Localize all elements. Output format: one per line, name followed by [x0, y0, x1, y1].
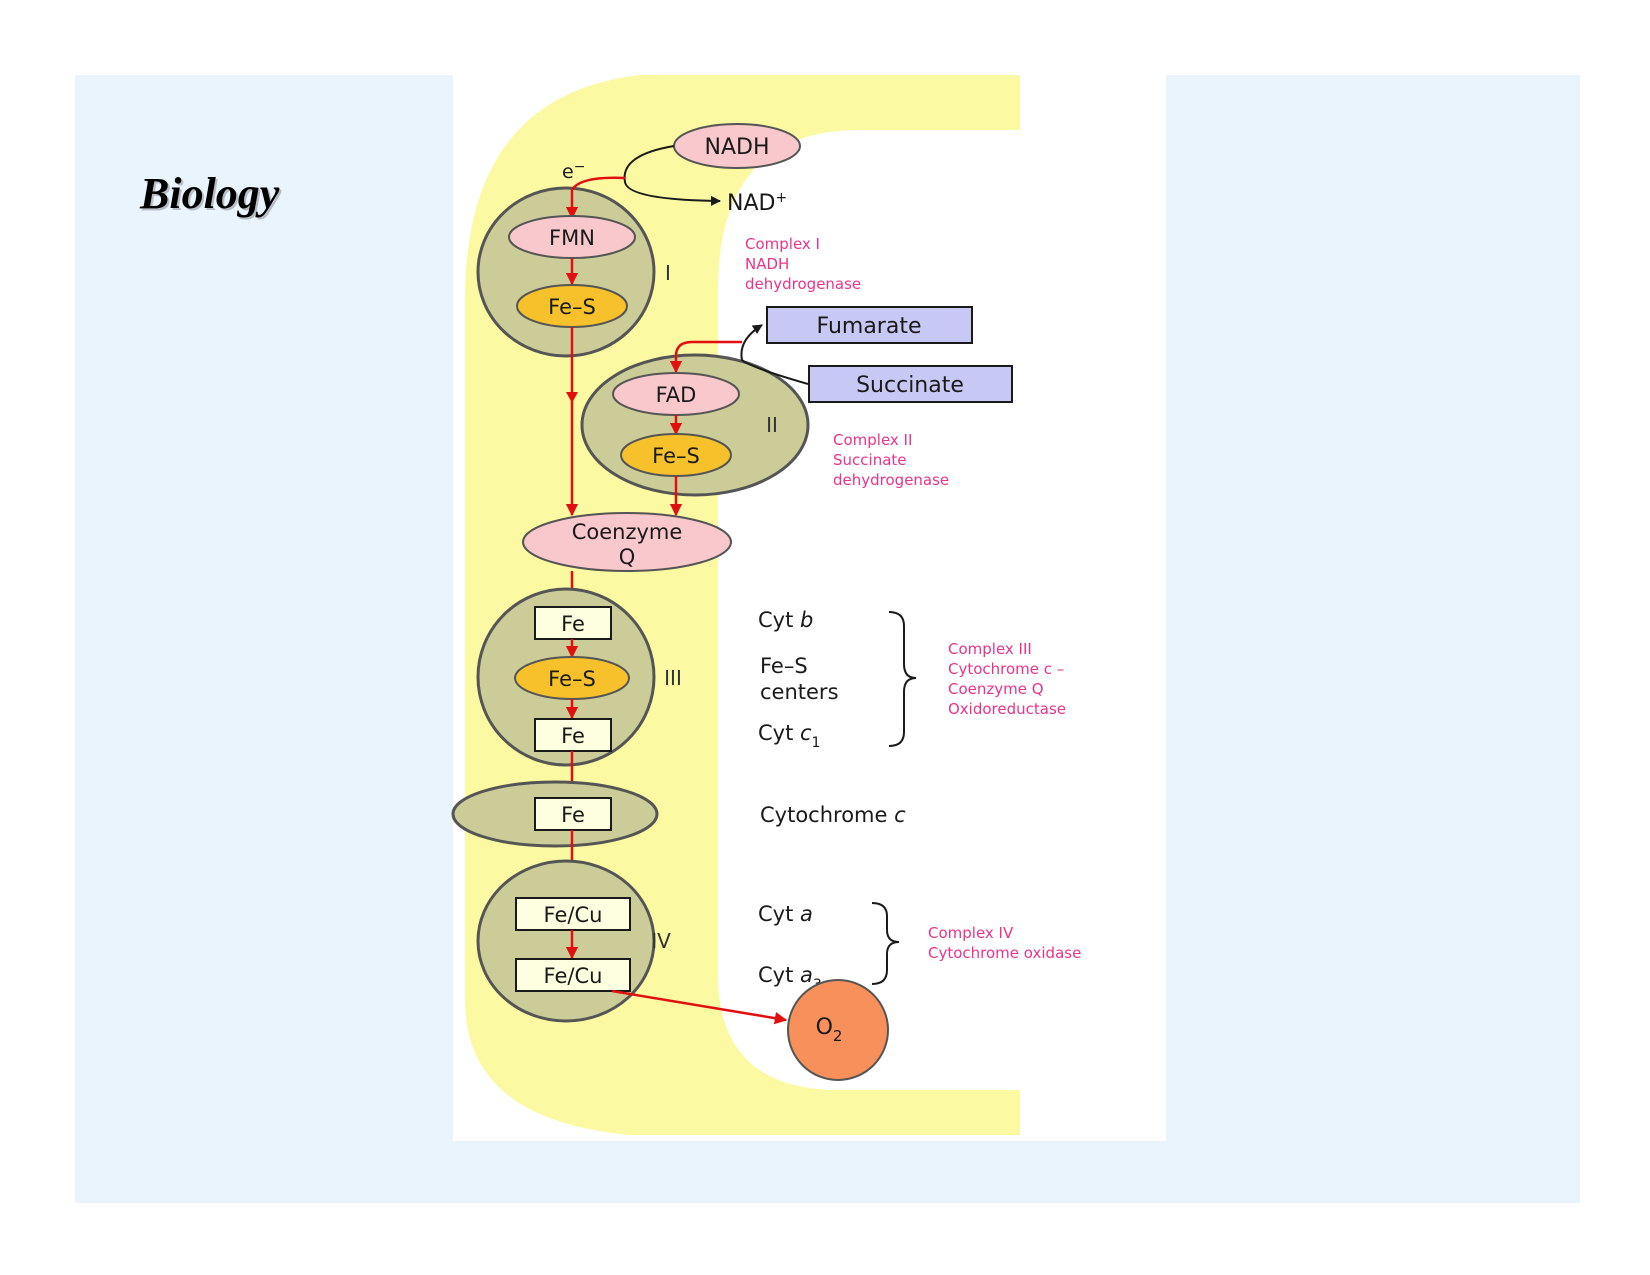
- complex-3-fe-top-label: Fe: [561, 612, 585, 636]
- succinate-to-fumarate-curve: [740, 324, 809, 385]
- cyt-c1-label: Cyt c1: [758, 721, 820, 751]
- complex-4-ellipse: [476, 859, 656, 1023]
- coenzyme-q-label-line-1: Coenzyme: [572, 520, 683, 544]
- electron-label: e−: [562, 159, 585, 183]
- oxygen-node: [787, 979, 889, 1081]
- complex-2-fes-label: Fe–S: [652, 444, 700, 468]
- complex-1-fes-label: Fe–S: [548, 295, 596, 319]
- complex-1-caption-line-3: dehydrogenase: [745, 275, 861, 293]
- complex-4-fecu-top-label: Fe/Cu: [544, 903, 603, 927]
- complex-3-fe-top-box: [534, 606, 612, 640]
- coenzyme-q-label-line-2: Q: [619, 545, 636, 569]
- complex-3-caption-line-4: Oxidoreductase: [948, 700, 1066, 718]
- electron-entry-arrow: [565, 176, 626, 220]
- cytochrome-c-label: Cytochrome c: [760, 803, 906, 827]
- fumarate-label: Fumarate: [817, 314, 922, 339]
- complex-1-numeral: I: [665, 261, 671, 285]
- complex-3-caption-line-1: Complex III: [948, 640, 1032, 658]
- fmn-label: FMN: [549, 226, 595, 250]
- complex-2-caption-line-2: Succinate: [833, 451, 907, 469]
- arrow-complex-4-to-oxygen: [611, 989, 788, 1025]
- cytochrome-c-fe-box: [534, 797, 612, 831]
- complex-3-fes-label: Fe–S: [548, 667, 596, 691]
- fes-centers-label-line-1: Fe–S: [760, 654, 808, 678]
- complex-2-caption-line-3: dehydrogenase: [833, 471, 949, 489]
- nad-plus-label: NAD+: [727, 190, 787, 216]
- complex-4-numeral: IV: [651, 929, 671, 953]
- cyt-a-label: Cyt a: [758, 902, 813, 926]
- cyt-b-label: Cyt b: [758, 608, 813, 632]
- complex-3-fe-bottom-label: Fe: [561, 724, 585, 748]
- oxygen-label: O2: [816, 1015, 843, 1045]
- complex-1-ellipse: [476, 186, 656, 358]
- coenzyme-q-node: [522, 512, 732, 572]
- complex-3-numeral: III: [664, 666, 682, 690]
- complex-3-caption-line-2: Cytochrome c –: [948, 660, 1064, 678]
- fes-centers-label-line-2: centers: [760, 680, 839, 704]
- cytochrome-c-fe-label: Fe: [561, 803, 585, 827]
- nadh-oxidation-curve: [623, 145, 721, 206]
- complex-1-caption-line-1: Complex I: [745, 235, 820, 253]
- complex-3-fe-bottom-box: [534, 718, 612, 752]
- complex-4-caption-line-1: Complex IV: [928, 924, 1014, 942]
- complex-1-caption-line-2: NADH: [745, 255, 789, 273]
- succinate-label: Succinate: [856, 373, 964, 398]
- complex-4-fecu-bottom-box: [515, 958, 631, 992]
- complex-2-caption-line-1: Complex II: [833, 431, 912, 449]
- complex-2-numeral: II: [766, 413, 778, 437]
- complex-3-brace: [888, 611, 917, 747]
- complex-4-brace: [871, 902, 900, 985]
- complex-4-fecu-top-box: [515, 897, 631, 931]
- complex-4-fecu-bottom-label: Fe/Cu: [544, 964, 603, 988]
- succinate-box: [808, 365, 1013, 403]
- fumarate-box: [766, 306, 973, 344]
- fad-label: FAD: [656, 383, 697, 407]
- complex-3-caption-line-3: Coenzyme Q: [948, 680, 1044, 698]
- electron-succinate-to-fad: [669, 340, 742, 374]
- slide-title: Biology: [140, 169, 280, 218]
- arrow-midpoint-complex-1: [566, 392, 578, 403]
- nadh-label: NADH: [705, 135, 770, 160]
- complex-4-caption-line-2: Cytochrome oxidase: [928, 944, 1081, 962]
